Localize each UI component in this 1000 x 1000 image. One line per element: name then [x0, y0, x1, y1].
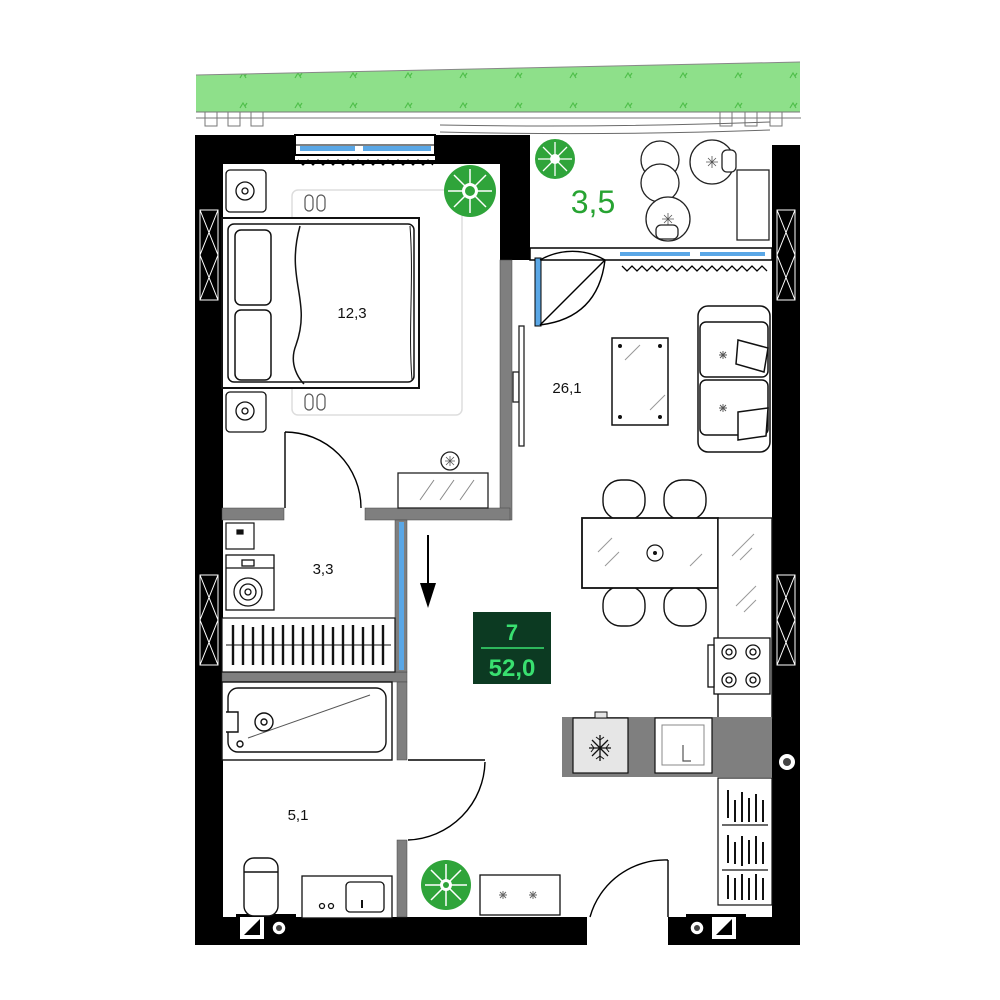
kitchen	[562, 517, 773, 777]
doors[interactable]	[284, 250, 669, 918]
apartment-number: 7	[506, 620, 518, 645]
sink-icon	[301, 875, 393, 919]
bedroom-furniture	[221, 165, 496, 509]
closet-rail-icon	[221, 617, 396, 673]
room-area-balcony: 3,5	[571, 184, 615, 220]
room-area-bedroom: 12,3	[337, 305, 366, 322]
coffee-table-icon	[611, 337, 669, 426]
room-area-wardrobe: 3,3	[313, 561, 334, 578]
tv-icon	[512, 325, 525, 447]
boiler-icon	[225, 522, 255, 550]
shoe-bench-icon	[479, 874, 561, 916]
plant-icon	[444, 165, 496, 217]
exterior-window-marks	[199, 209, 796, 666]
bedroom-window	[294, 134, 436, 166]
laundry-furniture	[221, 522, 396, 673]
plant-icon	[535, 139, 575, 179]
balcony-furniture	[535, 139, 770, 242]
hall-furniture	[420, 535, 561, 916]
dining-table-icon	[581, 517, 719, 589]
bathroom-furniture	[221, 681, 393, 919]
apartment-badge: 7 52,0	[473, 612, 551, 684]
washing-machine-icon	[225, 554, 275, 611]
nightstand-icon	[225, 169, 267, 433]
entrance-wardrobe	[717, 777, 773, 906]
kitchen-sink-icon	[654, 717, 713, 774]
balcony-window	[529, 247, 773, 327]
slippers-icon	[304, 194, 326, 411]
fridge-icon	[572, 711, 629, 774]
wardrobe-sliding-door	[399, 522, 404, 670]
plant-icon	[421, 860, 471, 910]
living-furniture	[512, 305, 771, 453]
dresser-icon	[397, 451, 489, 509]
chair-icon	[602, 479, 707, 627]
room-area-living: 26,1	[552, 380, 581, 397]
round-table-icon	[640, 139, 770, 242]
bathtub-icon	[221, 681, 393, 761]
room-area-bathroom: 5,1	[288, 807, 309, 824]
ventilation-icon	[236, 748, 800, 942]
lawn-strip	[195, 61, 801, 135]
toilet-icon	[243, 857, 279, 917]
entry-arrow-icon	[420, 535, 436, 608]
cooktop-icon	[707, 637, 771, 695]
bed-icon	[221, 217, 420, 389]
dining-area	[581, 479, 719, 627]
sofa-icon	[697, 305, 771, 453]
total-area: 52,0	[489, 655, 536, 682]
